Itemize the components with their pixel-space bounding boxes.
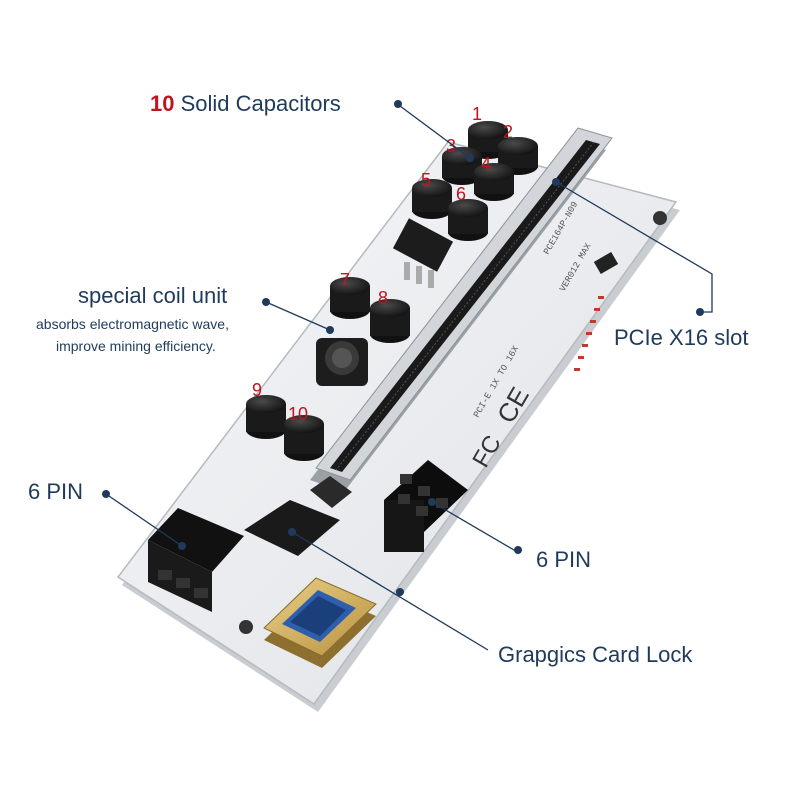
pcb-board [116,141,680,712]
capacitor-number-4: 4 [481,154,491,174]
capacitor-5 [412,179,452,219]
six-pin-left-label: 6 PIN [28,479,84,504]
usb-port [263,577,377,668]
six-pin-connector-right [384,460,468,552]
coil-unit [316,338,368,386]
capacitor-number-9: 9 [252,380,262,400]
capacitor-number-10: 10 [288,404,308,424]
mount-hole [653,211,667,225]
coil-label-line1: absorbs electromagnetic wave, [36,316,229,332]
smd-components [574,296,604,371]
graphics-card-lock-label: Grapgics Card Lock [498,642,693,667]
capacitor-number-3: 3 [446,136,456,156]
capacitor-number-6: 6 [456,184,466,204]
capacitor-number-2: 2 [503,122,513,142]
capacitors-label-text: Solid Capacitors [174,91,341,116]
capacitor-number-7: 7 [340,270,350,290]
capacitor-number-labels: 1 2 3 4 5 6 7 8 9 10 [252,104,513,424]
pcie-x16-slot [310,127,613,492]
ic-chip [593,251,619,275]
coil-label-title: special coil unit [78,283,228,308]
voltage-regulator [392,218,454,288]
capacitors [246,121,538,461]
mount-hole [239,620,253,634]
capacitors-label: 10 Solid Capacitors [150,91,341,117]
capacitor-number-8: 8 [378,288,388,308]
six-pin-right-label: 6 PIN [536,547,592,572]
leader-dots [102,100,704,596]
capacitor-number-5: 5 [421,170,431,190]
capacitor-10 [284,415,324,461]
capacitors-count: 10 [150,91,175,116]
capacitor-number-1: 1 [472,104,482,124]
coil-label-line2: improve mining efficiency. [56,338,216,354]
capacitor-9 [246,395,286,439]
capacitor-6 [448,199,488,241]
capacitor-8 [370,299,410,343]
capacitor-4 [474,163,514,201]
six-pin-connector-left [148,508,244,612]
pcie-slot-label: PCIe X16 slot [614,325,749,350]
capacitor-7 [330,277,370,319]
